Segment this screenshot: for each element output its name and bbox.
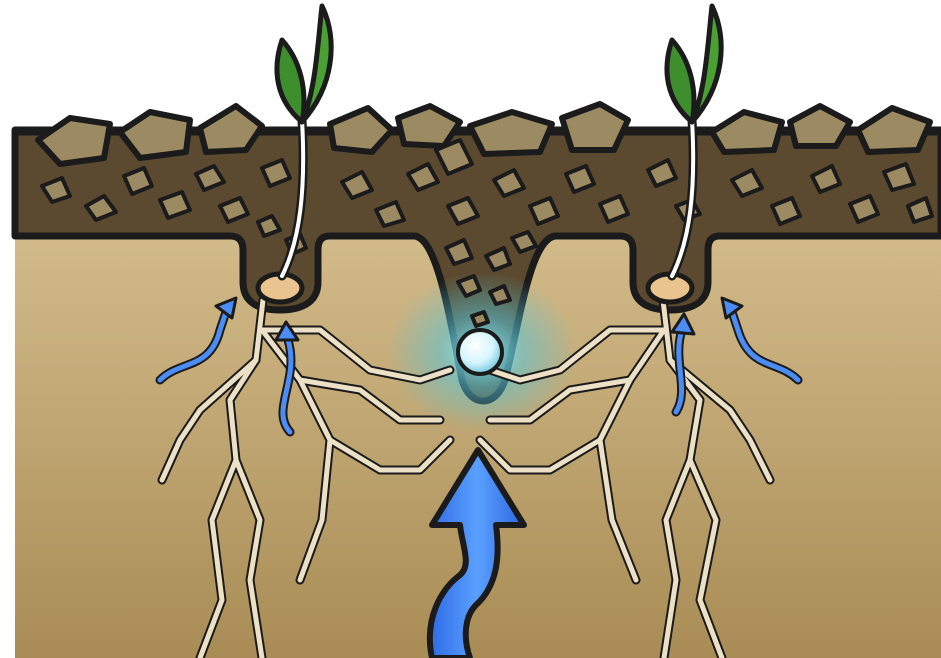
water-droplet	[458, 330, 502, 374]
seedling-right	[667, 6, 721, 122]
seedling-left	[277, 6, 331, 122]
